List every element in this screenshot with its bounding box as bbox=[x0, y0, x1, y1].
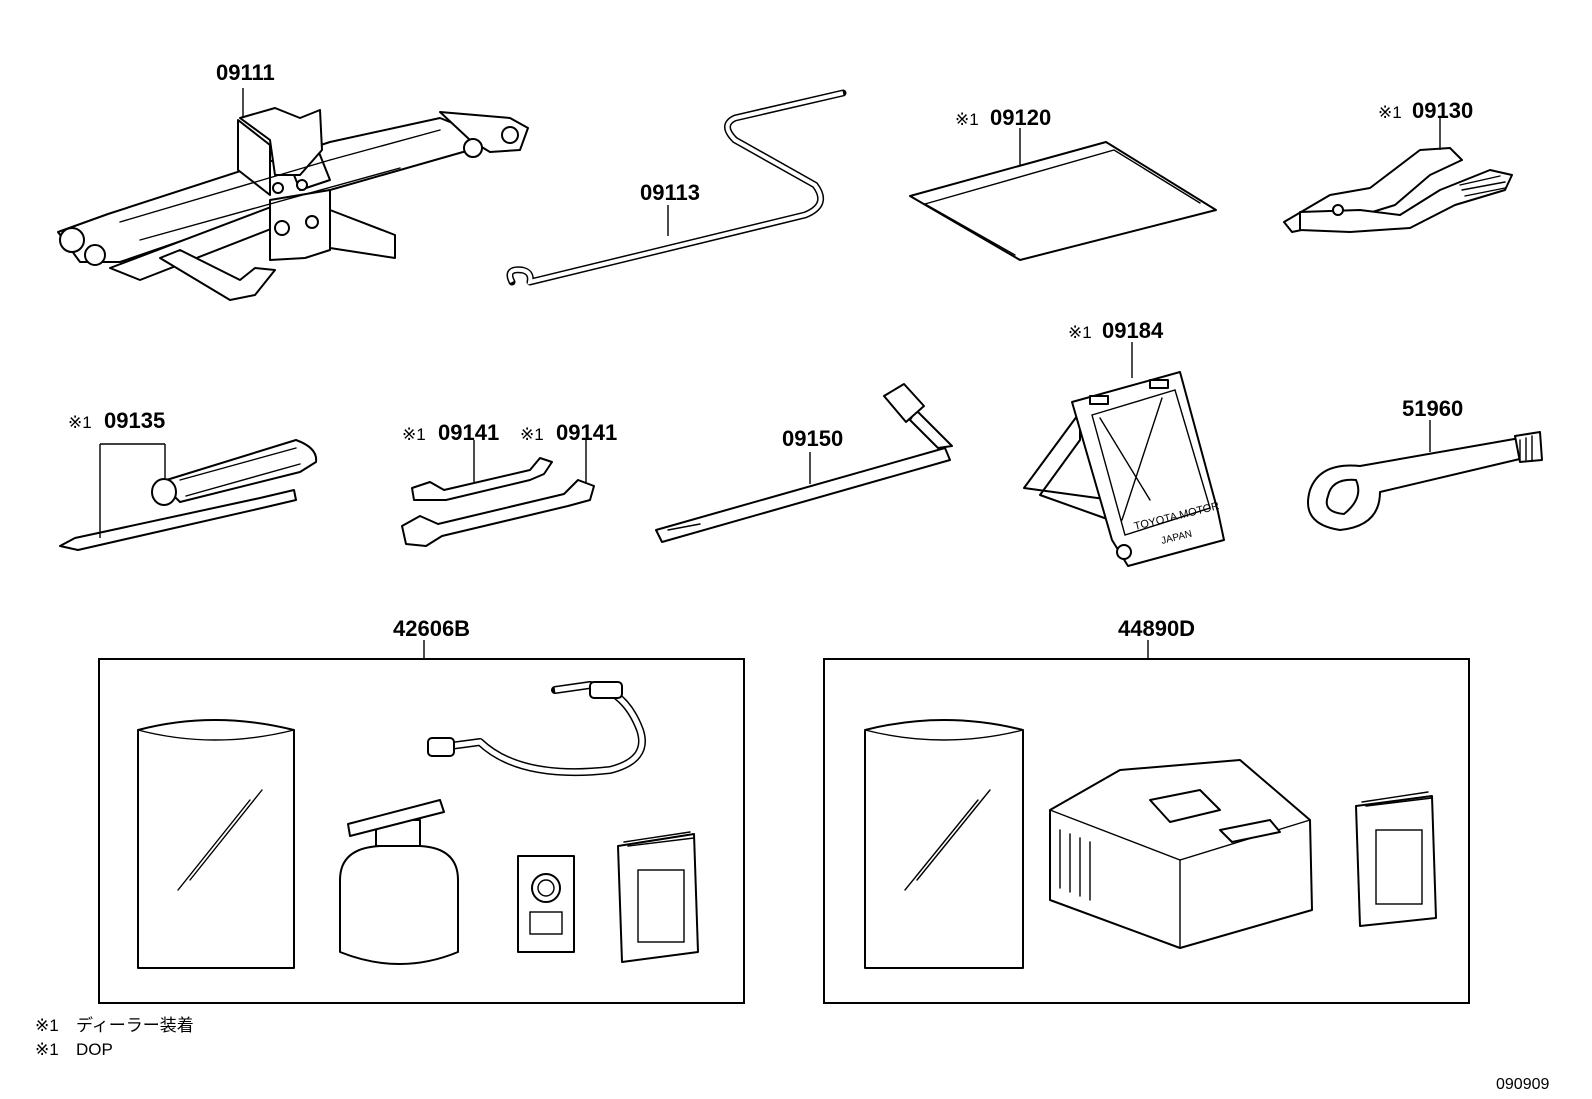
part-code-09141b: 09141 bbox=[556, 420, 617, 445]
wrench-lower-illustration bbox=[401, 479, 595, 547]
note-text-1: ディーラー装着 bbox=[76, 1015, 194, 1035]
jack-handle-illustration bbox=[506, 89, 847, 286]
kit-box-44890D bbox=[823, 658, 1470, 1004]
part-code-09113: 09113 bbox=[640, 180, 700, 205]
compressor-illustration bbox=[1049, 759, 1313, 949]
manual-booklet-illustration-2 bbox=[1355, 791, 1437, 927]
part-code-09150: 09150 bbox=[782, 426, 843, 451]
dealer-mark-09184: ※1 bbox=[1068, 323, 1092, 342]
dealer-mark-09135: ※1 bbox=[68, 413, 92, 432]
instruction-card-illustration bbox=[517, 855, 575, 953]
pliers-illustration bbox=[1283, 147, 1513, 233]
sealant-bag-illustration bbox=[137, 719, 295, 969]
dealer-mark-09130: ※1 bbox=[1378, 103, 1402, 122]
kit-box-42606B bbox=[98, 658, 745, 1004]
dealer-mark-09141b: ※1 bbox=[520, 425, 544, 444]
part-code-44890D: 44890D bbox=[1118, 616, 1195, 641]
sealant-bottle-illustration bbox=[339, 799, 459, 965]
note-mark-2: ※1 bbox=[35, 1040, 59, 1059]
note-text-2: DOP bbox=[76, 1040, 113, 1059]
manual-booklet-illustration bbox=[617, 831, 699, 963]
screwdriver-illustration bbox=[59, 439, 318, 551]
part-code-09120: 09120 bbox=[990, 105, 1051, 130]
jack-illustration bbox=[57, 107, 529, 301]
part-code-09111: 09111 bbox=[216, 60, 275, 85]
towing-eye-illustration bbox=[1307, 431, 1543, 531]
part-code-09141a: 09141 bbox=[438, 420, 499, 445]
part-code-51960: 51960 bbox=[1402, 396, 1463, 421]
tool-bag-illustration bbox=[909, 141, 1217, 261]
sealant-bag-illustration-2 bbox=[864, 719, 1024, 969]
dealer-mark-09120: ※1 bbox=[955, 110, 979, 129]
part-code-09135: 09135 bbox=[104, 408, 165, 433]
diagram-code: 090909 bbox=[1496, 1076, 1549, 1093]
part-code-09130: 09130 bbox=[1412, 98, 1473, 123]
hose-illustration bbox=[427, 681, 646, 776]
wrench-upper-illustration bbox=[411, 457, 553, 501]
leader-09135 bbox=[99, 443, 166, 538]
dealer-mark-09141a: ※1 bbox=[402, 425, 426, 444]
part-code-42606B: 42606B bbox=[393, 616, 470, 641]
note-mark-1: ※1 bbox=[35, 1016, 59, 1035]
wheel-chock-illustration: TOYOTA MOTOR JAPAN bbox=[1023, 371, 1225, 567]
part-code-09184: 09184 bbox=[1102, 318, 1164, 343]
lug-wrench-illustration bbox=[655, 383, 953, 543]
